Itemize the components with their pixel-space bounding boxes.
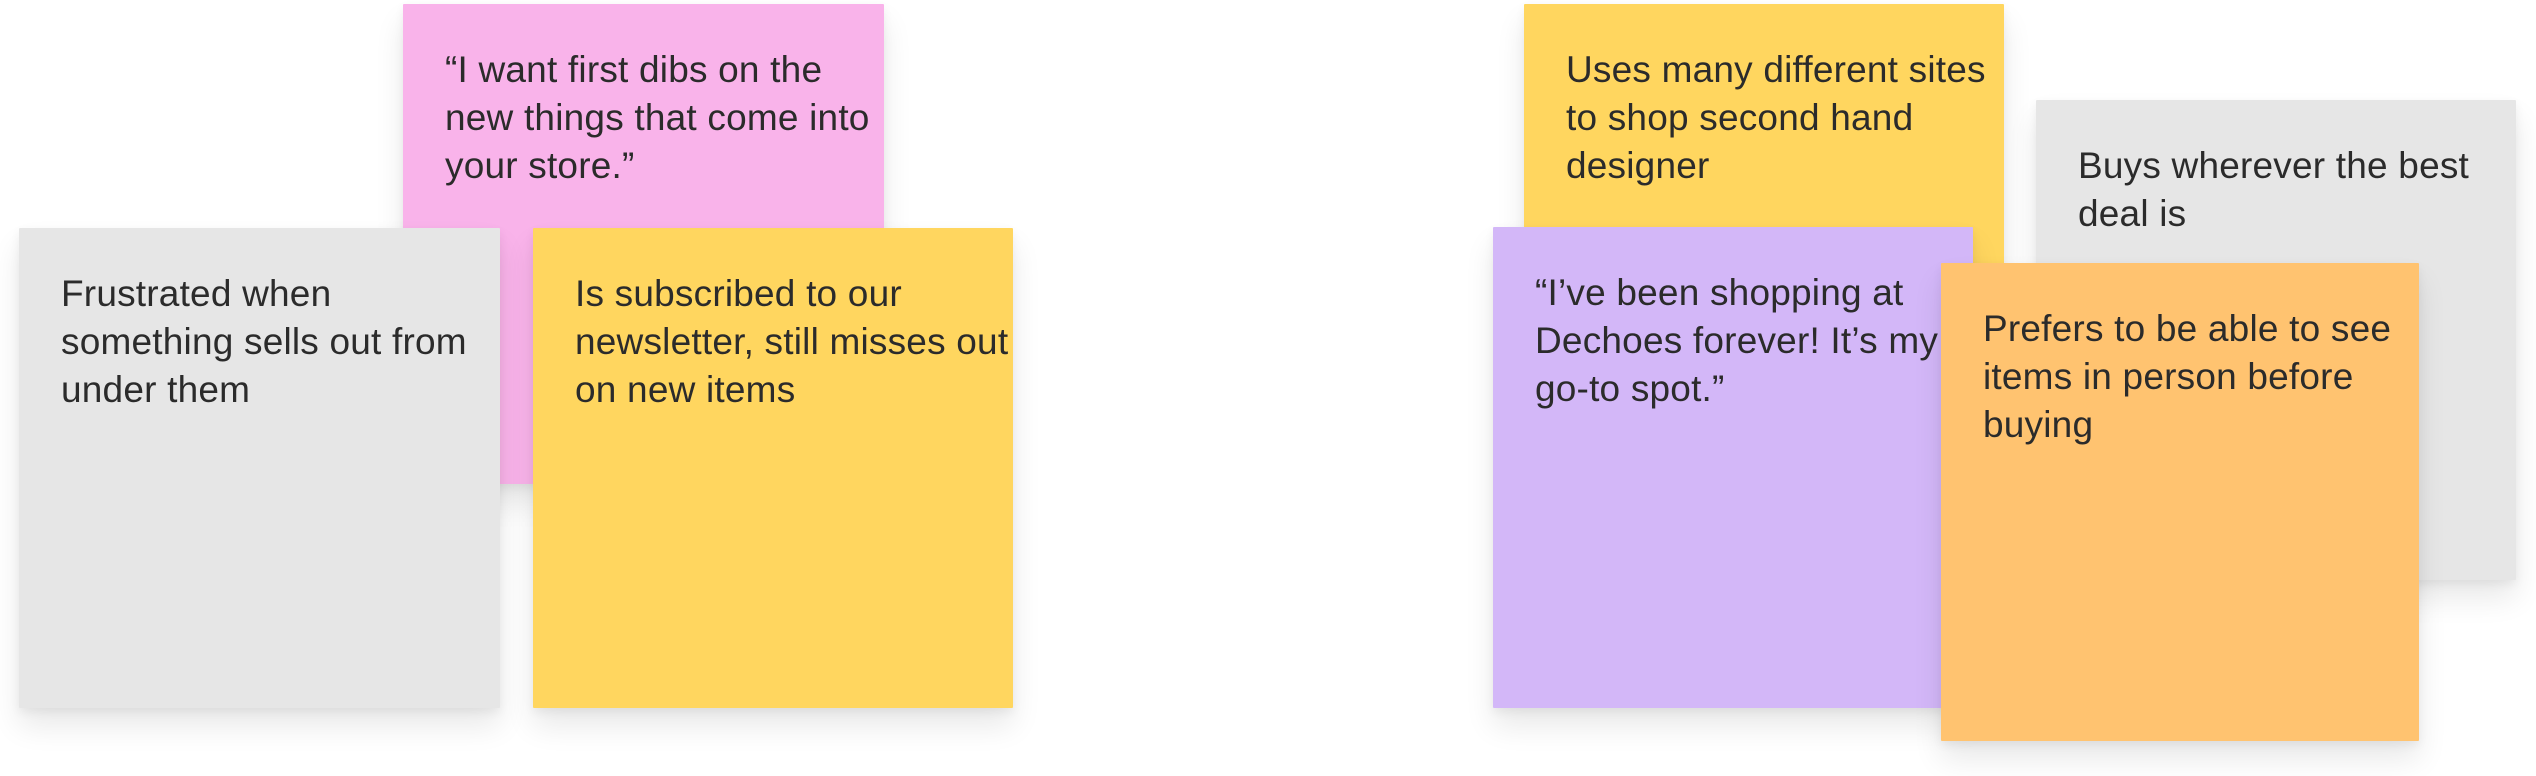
sticky-note-text: “I’ve been shopping at Dechoes forever! …	[1535, 272, 1939, 409]
sticky-note-text: Is subscribed to our newsletter, still m…	[575, 273, 1009, 410]
sticky-note-see-in-person[interactable]: Prefers to be able to see items in perso…	[1941, 263, 2419, 741]
sticky-note-quote-go-to-spot[interactable]: “I’ve been shopping at Dechoes forever! …	[1493, 227, 1973, 708]
sticky-note-text: Frustrated when something sells out from…	[61, 273, 467, 410]
sticky-note-text: “I want first dibs on the new things tha…	[445, 49, 870, 186]
sticky-note-frustrated-sells-out[interactable]: Frustrated when something sells out from…	[19, 228, 500, 708]
sticky-note-text: Prefers to be able to see items in perso…	[1983, 308, 2392, 445]
sticky-note-subscribed-newsletter[interactable]: Is subscribed to our newsletter, still m…	[533, 228, 1013, 708]
sticky-note-text: Buys wherever the best deal is	[2078, 145, 2470, 234]
sticky-note-text: Uses many different sites to shop second…	[1566, 49, 1986, 186]
